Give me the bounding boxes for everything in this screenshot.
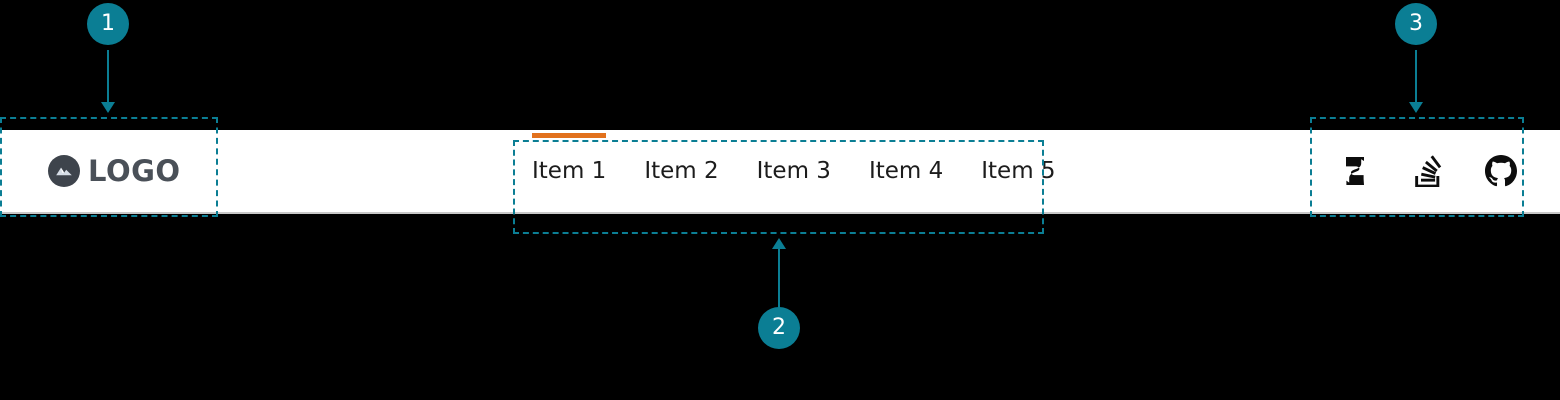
nav-item-3[interactable]: Item 3	[738, 130, 850, 212]
annotation-marker-2: 2	[758, 307, 800, 349]
annotation-arrowhead-2	[772, 238, 786, 249]
github-icon[interactable]	[1484, 154, 1518, 188]
annotation-marker-3: 3	[1395, 3, 1437, 45]
annotation-marker-label: 1	[101, 11, 115, 36]
annotation-arrowhead-3	[1409, 102, 1423, 113]
annotation-arrowhead-1	[101, 102, 115, 113]
annotation-marker-label: 3	[1409, 11, 1423, 36]
nav-active-indicator	[532, 133, 607, 138]
brand-text: LOGO	[88, 153, 181, 188]
stack-overflow-icon[interactable]	[1411, 154, 1445, 188]
mountain-circle-icon	[48, 155, 80, 187]
social-links	[1338, 154, 1518, 188]
annotation-marker-1: 1	[87, 3, 129, 45]
brand-logo[interactable]: LOGO	[48, 155, 181, 187]
nav-item-5[interactable]: Item 5	[962, 130, 1074, 212]
nav-item-label: Item 4	[868, 158, 944, 184]
nav-item-label: Item 1	[532, 158, 607, 184]
annotation-leader-2	[778, 248, 780, 308]
superuser-s-icon[interactable]	[1338, 154, 1372, 188]
annotation-marker-label: 2	[772, 315, 786, 340]
nav-item-1[interactable]: Item 1	[513, 130, 625, 212]
main-nav: Item 1 Item 2 Item 3 Item 4 Item 5	[513, 130, 1075, 212]
nav-item-label: Item 2	[644, 158, 719, 184]
nav-item-4[interactable]: Item 4	[850, 130, 962, 212]
annotation-leader-1	[107, 50, 109, 108]
nav-item-label: Item 3	[756, 158, 831, 184]
annotation-leader-3	[1415, 50, 1417, 108]
site-header: LOGO Item 1 Item 2 Item 3 Item 4 Item 5	[0, 130, 1560, 214]
nav-item-label: Item 5	[981, 158, 1056, 184]
nav-item-2[interactable]: Item 2	[625, 130, 737, 212]
